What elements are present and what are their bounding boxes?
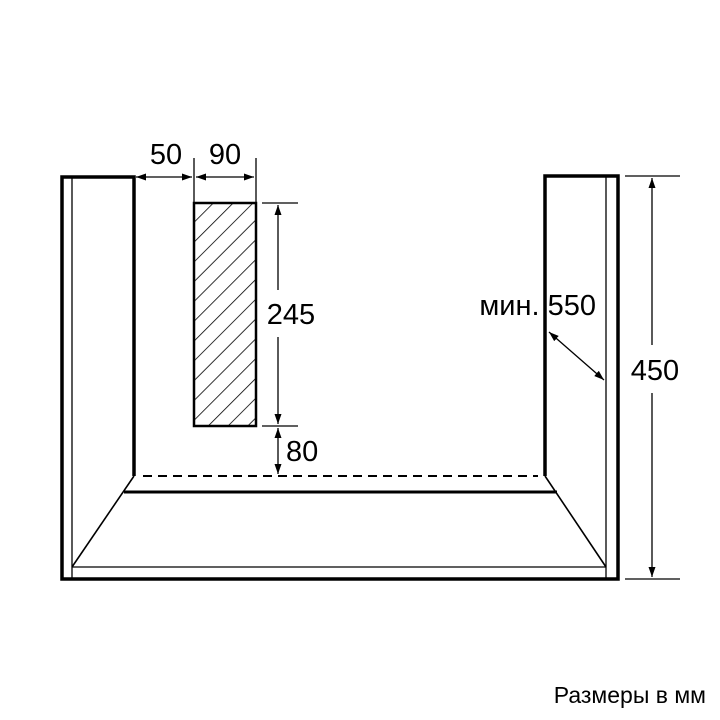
- dim-vent-width: 90: [209, 139, 241, 171]
- dim-vent-offset: 80: [286, 436, 318, 468]
- caption-units: Размеры в мм: [554, 682, 706, 708]
- cabinet-outline: [60, 174, 620, 581]
- dim-vent-height: 245: [267, 299, 315, 331]
- dim-min-depth: мин. 550: [479, 290, 596, 322]
- dim-left-gap: 50: [150, 139, 182, 171]
- dim-height: 450: [631, 355, 679, 387]
- vent-opening: [192, 201, 258, 428]
- dimension-lines: [136, 158, 680, 580]
